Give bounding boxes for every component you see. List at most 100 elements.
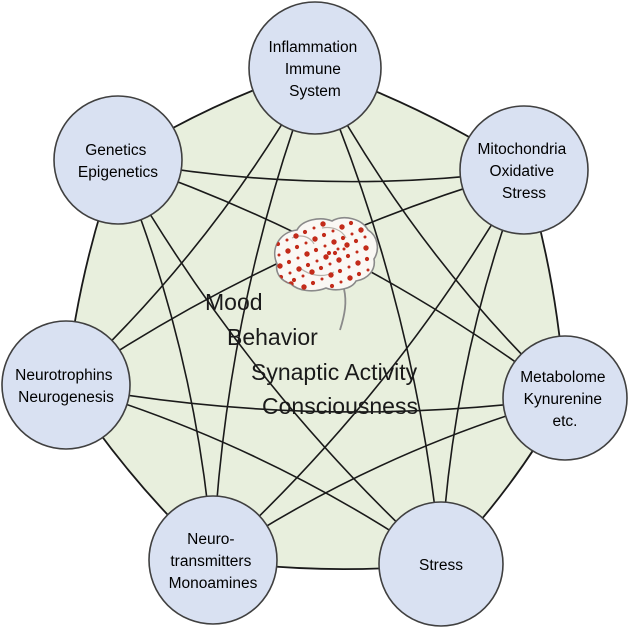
node-label: Neurotrophins Neurogenesis <box>15 367 117 406</box>
node-label: Inflammation Immune System <box>268 39 361 100</box>
node-metabolome-kynurenine: Metabolome Kynurenine etc. <box>502 335 628 461</box>
brain-activity-dot <box>304 251 310 257</box>
node-inflammation-immune-system: Inflammation Immune System <box>248 1 382 135</box>
brain-activity-dot <box>356 271 362 277</box>
node-label-line: Epigenetics <box>78 164 158 181</box>
brain-activity-dot <box>285 248 291 254</box>
node-genetics-epigenetics: Genetics Epigenetics <box>53 95 183 225</box>
brain-activity-dot <box>336 257 342 263</box>
node-label-line: System <box>289 83 341 100</box>
center-label-behavior: Behavior <box>227 324 318 350</box>
brain-activity-dot <box>312 236 318 242</box>
center-labels: Mood Behavior Synaptic Activity Consciou… <box>205 289 418 419</box>
node-circle <box>148 495 278 625</box>
brain-activity-dot <box>291 277 297 283</box>
brain-activity-dot <box>323 244 327 248</box>
brain-activity-dot <box>286 259 292 265</box>
node-label-line: Kynurenine <box>524 391 602 408</box>
brain-activity-dot <box>296 266 302 272</box>
node-label-line: Immune <box>285 61 341 78</box>
brain-activity-dot <box>277 263 283 269</box>
brain-activity-dot <box>364 256 370 262</box>
brain-activity-dot <box>347 265 351 269</box>
brain-activity-dot <box>348 220 354 226</box>
brain-activity-dot <box>285 238 289 242</box>
node-label-line: transmitters <box>170 553 251 570</box>
brain-activity-dot <box>342 247 346 251</box>
brain-activity-dot <box>301 284 307 290</box>
brain-activity-dot <box>350 232 354 236</box>
brain-activity-dot <box>363 235 367 239</box>
node-circle <box>378 501 504 627</box>
center-label-consciousness: Consciousness <box>262 393 418 419</box>
brain-activity-dot <box>345 253 351 259</box>
node-circle <box>53 95 183 225</box>
node-stress: Stress <box>378 501 504 627</box>
node-label: Stress <box>419 557 463 574</box>
node-label-line: Mitochondria <box>477 141 566 158</box>
brain-activity-dot <box>302 229 308 235</box>
node-label-line: Inflammation <box>268 39 357 56</box>
brain-activity-dot <box>309 269 315 275</box>
brain-activity-dot <box>339 280 343 284</box>
node-mitochondria-oxidative-stress: Mitochondria Oxidative Stress <box>459 105 589 235</box>
node-circle <box>459 105 589 235</box>
brain-activity-dot <box>320 221 326 227</box>
node-label-line: Genetics <box>85 142 146 159</box>
brain-activity-dot <box>344 242 350 248</box>
brain-activity-dot <box>347 275 353 281</box>
connection-line <box>117 159 442 565</box>
brain-activity-dot <box>328 262 332 266</box>
node-label-line: Oxidative <box>490 163 555 180</box>
node-label: Neuro- transmitters Monoamines <box>169 531 258 592</box>
connection-line <box>314 67 442 565</box>
brain-activity-dot <box>363 245 369 251</box>
brain-activity-dot <box>366 268 370 272</box>
connection-line <box>212 169 525 561</box>
brain-activity-dot <box>304 241 308 245</box>
brain-activity-dot <box>296 256 300 260</box>
connection-line <box>212 67 316 561</box>
brain-activity-dot <box>358 227 364 233</box>
center-label-synaptic-activity: Synaptic Activity <box>251 359 418 385</box>
brain-activity-dot <box>331 239 337 245</box>
node-label-line: Stress <box>419 557 463 574</box>
brain-activity-dot <box>312 226 316 230</box>
brain-activity-dot <box>332 250 338 256</box>
brain-activity-dot <box>355 260 361 266</box>
brain-fold <box>321 226 347 239</box>
brain-activity-dot <box>318 265 324 271</box>
node-label-line: Metabolome <box>520 369 605 386</box>
brain-activity-dot <box>305 262 311 268</box>
node-neurotrophins-neurogenesis: Neurotrophins Neurogenesis <box>1 320 131 450</box>
brain-activity-dot <box>313 247 319 253</box>
brain-activity-dot <box>310 280 316 286</box>
node-label: Mitochondria Oxidative Stress <box>477 141 570 202</box>
brain-activity-dot <box>315 259 319 263</box>
brain-activity-dot <box>321 232 327 238</box>
brain-activity-dot <box>339 224 345 230</box>
node-label: Genetics Epigenetics <box>78 142 158 181</box>
brain-activity-dot <box>353 238 359 244</box>
node-label-line: Neurotrophins <box>15 367 113 384</box>
node-label-line: Stress <box>502 185 546 202</box>
brain-activity-dot <box>340 235 346 241</box>
center-label-mood: Mood <box>205 289 263 315</box>
node-label: Metabolome Kynurenine etc. <box>520 369 610 430</box>
brain-activity-dot <box>331 229 335 233</box>
brain-activity-dot <box>293 233 299 239</box>
node-label-line: Neurogenesis <box>18 389 114 406</box>
brain-activity-dot <box>355 250 359 254</box>
brain-activity-dot <box>323 254 329 260</box>
node-circle <box>248 1 382 135</box>
brain-activity-dot <box>336 247 340 251</box>
brain-activity-dot <box>326 250 332 256</box>
brain-activity-dot <box>301 274 305 278</box>
node-label-line: Neuro- <box>187 531 234 548</box>
brain-activity-dot <box>288 271 292 275</box>
node-circle <box>1 320 131 450</box>
brain-activity-dot <box>277 253 281 257</box>
brain-activity-dot <box>329 283 335 289</box>
